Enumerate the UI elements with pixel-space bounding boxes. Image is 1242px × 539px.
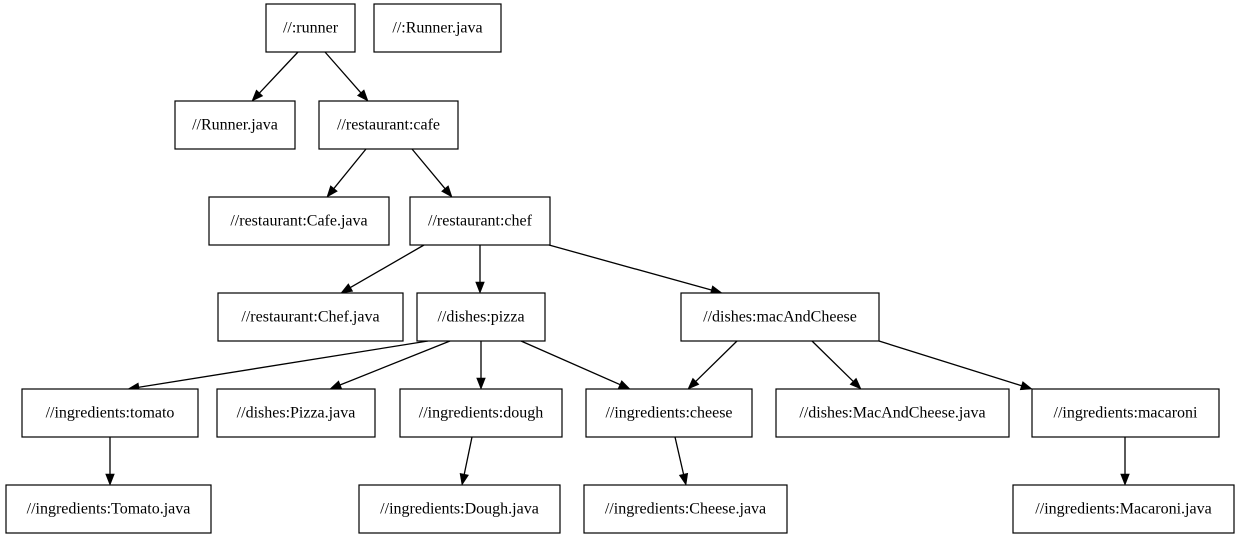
node-dough_java[interactable]: //ingredients:Dough.java [358, 484, 561, 534]
edge-chef-to-pizza [475, 245, 485, 294]
node-layer: //:runner //:Runner.java //Runner.java //re… [5, 3, 1235, 534]
node-label-runner_java: //Runner.java [192, 117, 278, 134]
edge-pizza-to-dough [476, 341, 486, 390]
node-cafe_java[interactable]: //restaurant:Cafe.java [208, 196, 390, 246]
edge-pizza-to-pizza_java [329, 340, 451, 390]
edge-runner-to-runner_java [251, 51, 299, 102]
node-label-cafe_java: //restaurant:Cafe.java [230, 213, 367, 230]
node-mac_and_cheese_java[interactable]: //dishes:MacAndCheese.java [775, 388, 1010, 438]
node-pizza[interactable]: //dishes:pizza [416, 292, 546, 342]
node-label-tomato_java: //ingredients:Tomato.java [27, 501, 191, 518]
edge-chef-to-chef_java [340, 244, 425, 294]
edge-chef-to-mac_and_cheese [548, 244, 723, 295]
edge-mac_and_cheese-to-macaroni [878, 340, 1033, 391]
node-macaroni[interactable]: //ingredients:macaroni [1031, 388, 1220, 438]
node-chef_java[interactable]: //restaurant:Chef.java [217, 292, 404, 342]
node-cheese[interactable]: //ingredients:cheese [585, 388, 753, 438]
edge-pizza-to-cheese [520, 340, 631, 390]
node-cheese_java[interactable]: //ingredients:Cheese.java [583, 484, 788, 534]
node-label-runner: //:runner [283, 20, 339, 37]
edge-cafe-to-chef [411, 148, 453, 198]
node-label-dough_java: //ingredients:Dough.java [380, 501, 539, 518]
node-label-chef_java: //restaurant:Chef.java [241, 309, 379, 326]
edge-dough-to-dough_java [459, 436, 473, 486]
node-dough[interactable]: //ingredients:dough [399, 388, 563, 438]
node-label-tomato: //ingredients:tomato [46, 405, 175, 422]
node-macaroni_java[interactable]: //ingredients:Macaroni.java [1012, 484, 1235, 534]
node-runner_java[interactable]: //Runner.java [174, 100, 296, 150]
node-chef[interactable]: //restaurant:chef [409, 196, 551, 246]
node-mac_and_cheese[interactable]: //dishes:macAndCheese [680, 292, 880, 342]
node-label-dough: //ingredients:dough [419, 405, 543, 422]
node-label-cafe: //restaurant:cafe [337, 117, 440, 134]
node-cafe[interactable]: //restaurant:cafe [318, 100, 459, 150]
edge-cafe-to-cafe_java [326, 148, 367, 198]
node-label-mac_and_cheese: //dishes:macAndCheese [703, 309, 857, 326]
edge-cheese-to-cheese_java [674, 436, 689, 486]
node-label-runner_java_root: //:Runner.java [392, 20, 482, 37]
edge-macaroni-to-macaroni_java [1120, 437, 1130, 486]
node-label-pizza: //dishes:pizza [437, 309, 524, 326]
node-tomato_java[interactable]: //ingredients:Tomato.java [5, 484, 212, 534]
edge-layer [105, 51, 1130, 486]
edge-mac_and_cheese-to-mac_and_cheese_java [811, 340, 862, 390]
node-pizza_java[interactable]: //dishes:Pizza.java [216, 388, 376, 438]
node-label-pizza_java: //dishes:Pizza.java [237, 405, 356, 422]
node-label-chef: //restaurant:chef [428, 213, 533, 230]
node-label-macaroni: //ingredients:macaroni [1054, 405, 1199, 422]
node-runner_java_root[interactable]: //:Runner.java [373, 3, 502, 53]
node-label-cheese_java: //ingredients:Cheese.java [605, 501, 766, 518]
node-tomato[interactable]: //ingredients:tomato [21, 388, 199, 438]
edge-pizza-to-tomato [127, 340, 429, 392]
edge-mac_and_cheese-to-cheese [687, 340, 738, 390]
edge-tomato-to-tomato_java [105, 437, 115, 486]
node-label-cheese: //ingredients:cheese [605, 405, 732, 422]
node-label-mac_and_cheese_java: //dishes:MacAndCheese.java [799, 405, 985, 422]
node-label-macaroni_java: //ingredients:Macaroni.java [1035, 501, 1211, 518]
node-runner[interactable]: //:runner [265, 3, 356, 53]
edge-runner-to-cafe [324, 51, 369, 102]
